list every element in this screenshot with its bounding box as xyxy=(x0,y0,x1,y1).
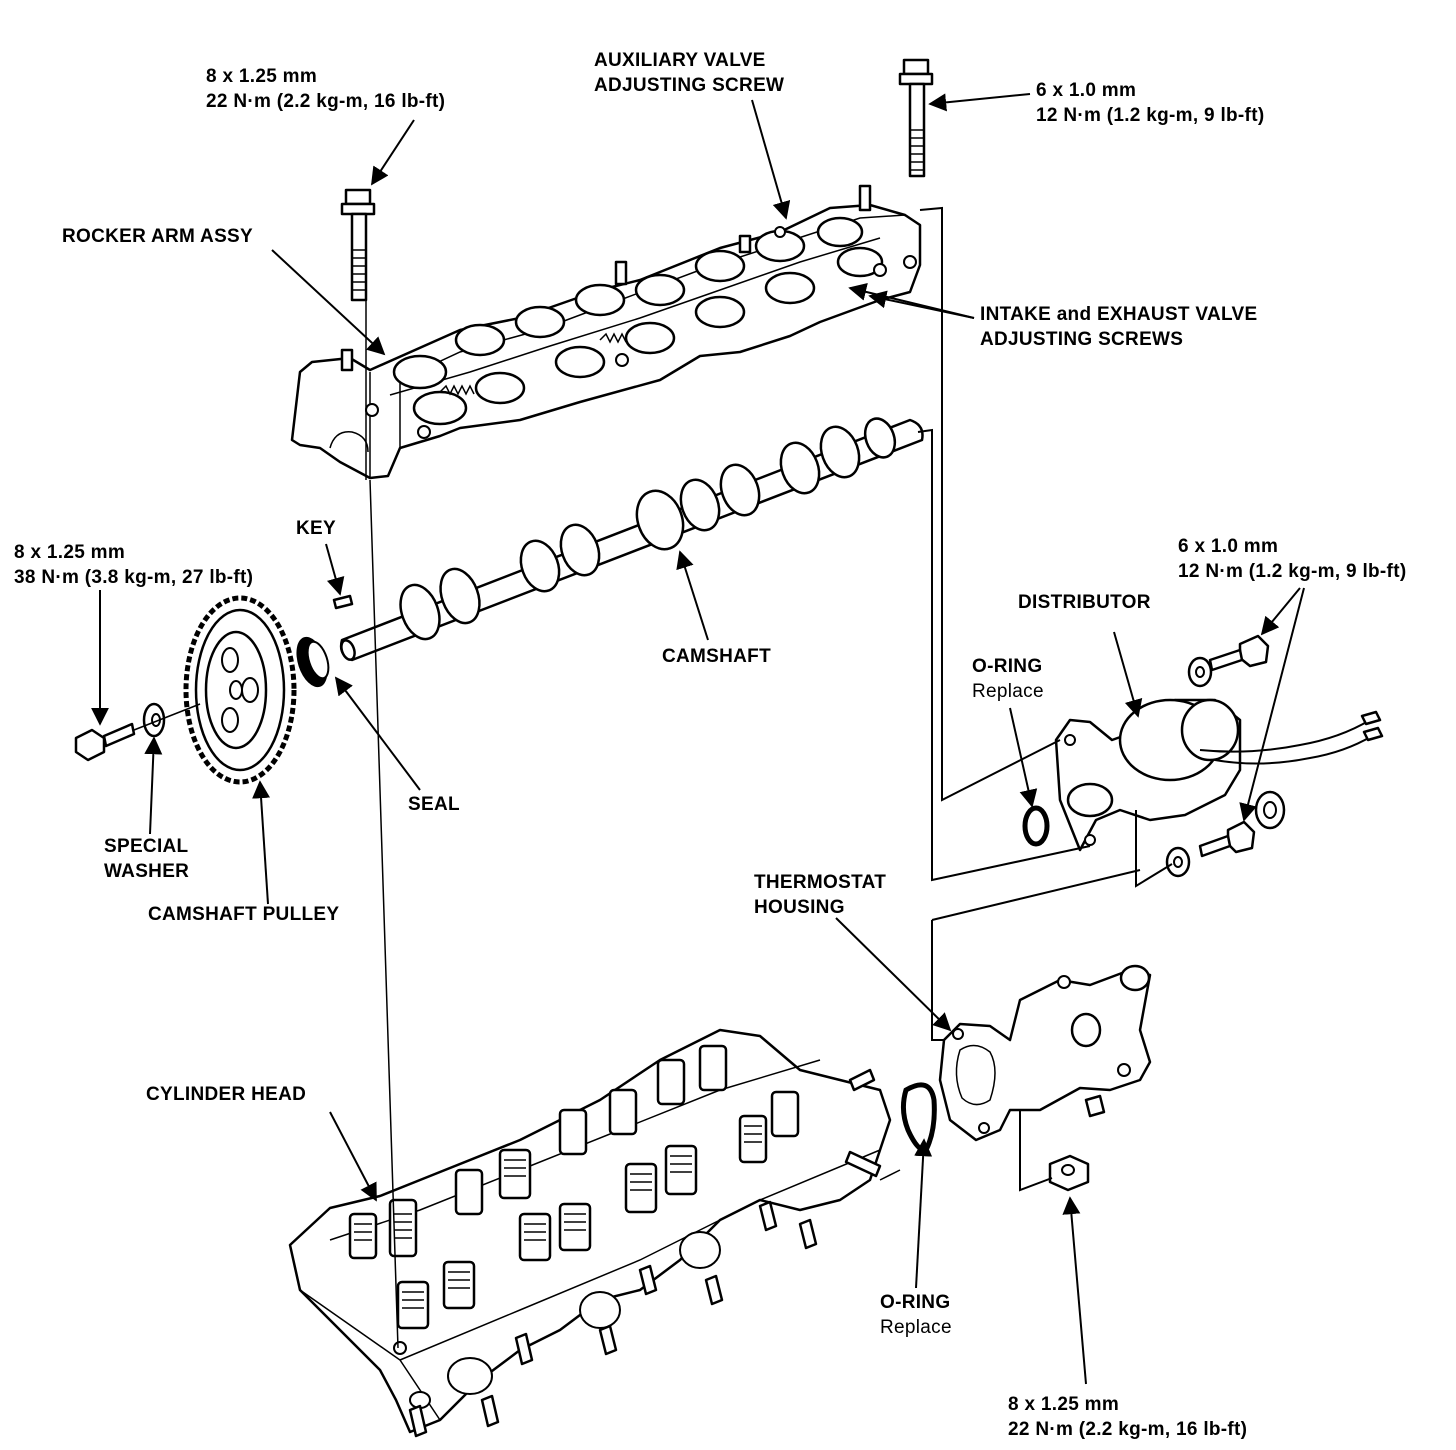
alignment-lines xyxy=(365,206,1173,1349)
camshaft-pulley-label: CAMSHAFT PULLEY xyxy=(148,902,339,927)
special-washer-label: SPECIAL WASHER xyxy=(104,834,189,884)
pulley-bolt-torque: 38 N·m (3.8 kg-m, 27 lb-ft) xyxy=(14,567,254,588)
distributor-text: DISTRIBUTOR xyxy=(1018,592,1151,613)
intake-exhaust-line1: INTAKE and EXHAUST VALVE xyxy=(980,304,1258,325)
key-label: KEY xyxy=(296,516,336,541)
rocker-bolt-size: 8 x 1.25 mm xyxy=(206,66,318,87)
thermostat-housing-line1: THERMOSTAT xyxy=(754,872,887,893)
rocker-arms xyxy=(392,216,884,426)
rocker-bolt-torque: 22 N·m (2.2 kg-m, 16 lb-ft) xyxy=(206,91,446,112)
distributor-label: DISTRIBUTOR xyxy=(1018,590,1151,615)
top-bolt-size: 6 x 1.0 mm xyxy=(1036,80,1137,101)
distributor xyxy=(1054,698,1384,852)
top-bolt-spec-label: 6 x 1.0 mm 12 N·m (1.2 kg-m, 9 lb-ft) xyxy=(1036,78,1264,128)
leader-arrows xyxy=(91,93,1305,1385)
thermostat-housing-label: THERMOSTAT HOUSING xyxy=(754,870,886,920)
o-ring-lower-line1: O-RING xyxy=(880,1292,951,1313)
o-ring-upper-label: O-RING Replace xyxy=(972,654,1044,704)
aux-valve-screw-line2: ADJUSTING SCREW xyxy=(594,75,785,96)
seal-label: SEAL xyxy=(408,792,460,817)
distributor-o-ring xyxy=(1022,805,1050,847)
pulley-bolt-size: 8 x 1.25 mm xyxy=(14,542,126,563)
rocker-arm-bolt xyxy=(340,188,376,302)
rocker-arm-assy-label: ROCKER ARM ASSY xyxy=(62,224,253,249)
thermostat-housing xyxy=(938,964,1152,1142)
seal xyxy=(296,636,330,688)
housing-bolt-size: 8 x 1.25 mm xyxy=(1008,1394,1120,1415)
special-washer-line1: SPECIAL xyxy=(104,836,189,857)
distributor-bolts xyxy=(1165,634,1286,878)
housing-bolt-torque: 22 N·m (2.2 kg-m, 16 lb-ft) xyxy=(1008,1419,1248,1440)
rocker-arm-assembly xyxy=(290,184,922,480)
top-bolt xyxy=(898,58,934,178)
o-ring-lower-label: O-RING Replace xyxy=(880,1290,952,1340)
housing-bolt-spec-label: 8 x 1.25 mm 22 N·m (2.2 kg-m, 16 lb-ft) xyxy=(1008,1392,1247,1442)
valve-springs xyxy=(348,1044,800,1330)
thermostat-housing-line2: HOUSING xyxy=(754,897,845,918)
seal-text: SEAL xyxy=(408,794,460,815)
special-washer-line2: WASHER xyxy=(104,861,190,882)
rocker-arm-assy-text: ROCKER ARM ASSY xyxy=(62,226,253,247)
intake-exhaust-line2: ADJUSTING SCREWS xyxy=(980,329,1184,350)
o-ring-lower-line2: Replace xyxy=(880,1317,952,1338)
o-ring-upper-line2: Replace xyxy=(972,681,1044,702)
housing-nut xyxy=(1048,1154,1090,1192)
aux-valve-screw-line1: AUXILIARY VALVE xyxy=(594,50,766,71)
camshaft xyxy=(339,417,924,662)
pulley-bolt-spec-label: 8 x 1.25 mm 38 N·m (3.8 kg-m, 27 lb-ft) xyxy=(14,540,253,590)
o-ring-upper-line1: O-RING xyxy=(972,656,1043,677)
distributor-bolt-spec-label: 6 x 1.0 mm 12 N·m (1.2 kg-m, 9 lb-ft) xyxy=(1178,534,1406,584)
cylinder-head-label: CYLINDER HEAD xyxy=(146,1082,306,1107)
distributor-bolt-torque: 12 N·m (1.2 kg-m, 9 lb-ft) xyxy=(1178,561,1407,582)
camshaft-pulley xyxy=(183,595,297,785)
distributor-bolt-size: 6 x 1.0 mm xyxy=(1178,536,1279,557)
camshaft-text: CAMSHAFT xyxy=(662,646,771,667)
aux-valve-screw-label: AUXILIARY VALVE ADJUSTING SCREW xyxy=(594,48,784,98)
key xyxy=(332,594,354,610)
pulley-axis-line xyxy=(133,703,201,731)
pulley-bolt xyxy=(74,722,136,762)
camshaft-label: CAMSHAFT xyxy=(662,644,771,669)
cylinder-head-text: CYLINDER HEAD xyxy=(146,1084,307,1105)
top-bolt-torque: 12 N·m (1.2 kg-m, 9 lb-ft) xyxy=(1036,105,1265,126)
intake-exhaust-screws-label: INTAKE and EXHAUST VALVE ADJUSTING SCREW… xyxy=(980,302,1257,352)
key-text: KEY xyxy=(296,518,336,539)
camshaft-pulley-text: CAMSHAFT PULLEY xyxy=(148,904,340,925)
cylinder-head xyxy=(288,1028,892,1438)
rocker-bolt-spec-label: 8 x 1.25 mm 22 N·m (2.2 kg-m, 16 lb-ft) xyxy=(206,64,445,114)
thermostat-o-ring xyxy=(900,1082,937,1153)
